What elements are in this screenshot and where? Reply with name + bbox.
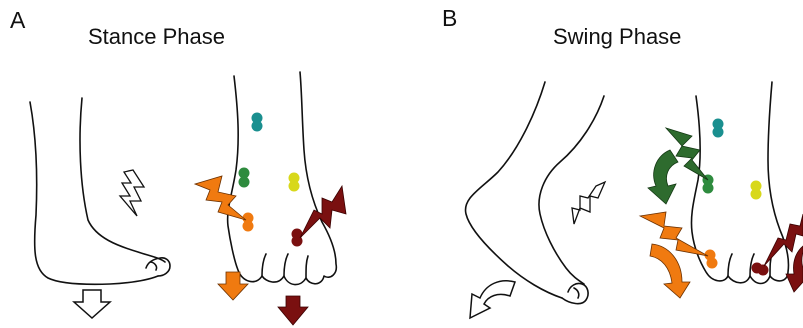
stance-down-arrow-icon <box>74 290 110 318</box>
swing-side-foot <box>465 82 604 304</box>
stance-leg-front-contour <box>80 98 165 262</box>
swing-green-sensor-lower <box>703 183 714 194</box>
swing-orange-bolt-icon <box>640 212 708 256</box>
stance-red-bolt-icon <box>300 186 346 238</box>
panel-b: B Swing Phase <box>442 5 803 318</box>
swing-curved-arrow-icon <box>470 281 515 318</box>
stance-green-sensor-lower <box>239 177 250 188</box>
swing-green-curved-arrow-icon <box>648 150 678 204</box>
swing-orange-sensor-right <box>707 258 718 269</box>
stance-leg-back-contour <box>30 102 158 284</box>
stance-orange-bolt-icon <box>195 176 246 220</box>
stance-teal-sensor-lower <box>252 121 263 132</box>
panel-a: A Stance Phase <box>10 7 346 325</box>
stance-orange-down-arrow-icon <box>218 272 248 300</box>
stance-toe-lines <box>262 254 308 278</box>
stance-sensors <box>239 113 303 247</box>
panel-a-title: Stance Phase <box>88 24 225 49</box>
panel-b-letter: B <box>442 5 457 31</box>
panel-a-letter: A <box>10 7 26 33</box>
swing-leg-back-contour <box>465 82 562 298</box>
panel-b-title: Swing Phase <box>553 24 681 49</box>
stance-toes <box>146 258 170 276</box>
stance-red-down-arrow-icon <box>278 296 308 325</box>
swing-yellow-sensor-lower <box>751 189 762 200</box>
swing-toes <box>562 283 588 303</box>
swing-red-sensor-right <box>758 265 769 276</box>
swing-sensors <box>703 119 769 276</box>
stance-side-foot <box>30 98 170 284</box>
stance-yellow-sensor-lower <box>289 181 300 192</box>
swing-teal-sensor-lower <box>713 127 724 138</box>
swing-orange-curved-arrow-icon <box>650 244 690 298</box>
swing-side-bolt-icon <box>572 182 605 224</box>
stance-side-bolt-icon <box>120 170 144 216</box>
stance-orange-sensor-lower <box>243 221 254 232</box>
